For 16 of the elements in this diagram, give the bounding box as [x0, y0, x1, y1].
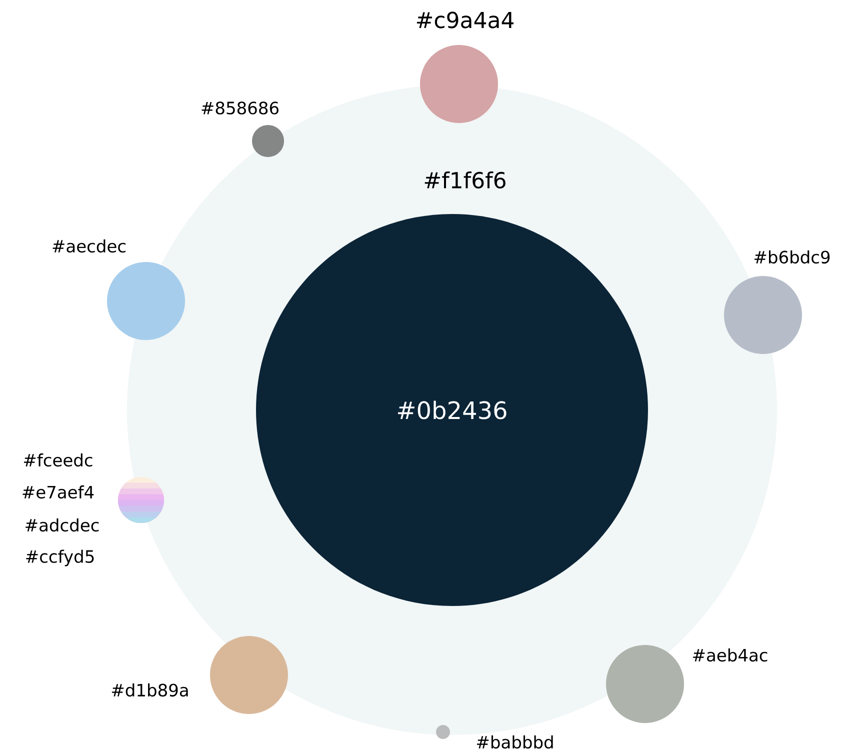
color-circle [252, 125, 284, 157]
color-circle [107, 262, 185, 340]
color-circle [210, 636, 288, 714]
color-circle [606, 645, 684, 723]
color-circle [724, 276, 802, 354]
color-label: #858686 [202, 102, 278, 114]
color-circle [436, 725, 450, 739]
color-circle [420, 45, 498, 123]
color-label: #babbbd [477, 735, 553, 749]
color-label: #c9a4a4 [416, 12, 514, 28]
color-label: #fceedc [24, 453, 92, 467]
color-label: #aecdec [52, 239, 126, 253]
color-label: #ccfyd5 [26, 550, 94, 566]
color-label: #e7aef4 [22, 485, 94, 499]
color-label: #adcdec [26, 518, 99, 532]
color-label: #aeb4ac [693, 648, 768, 662]
